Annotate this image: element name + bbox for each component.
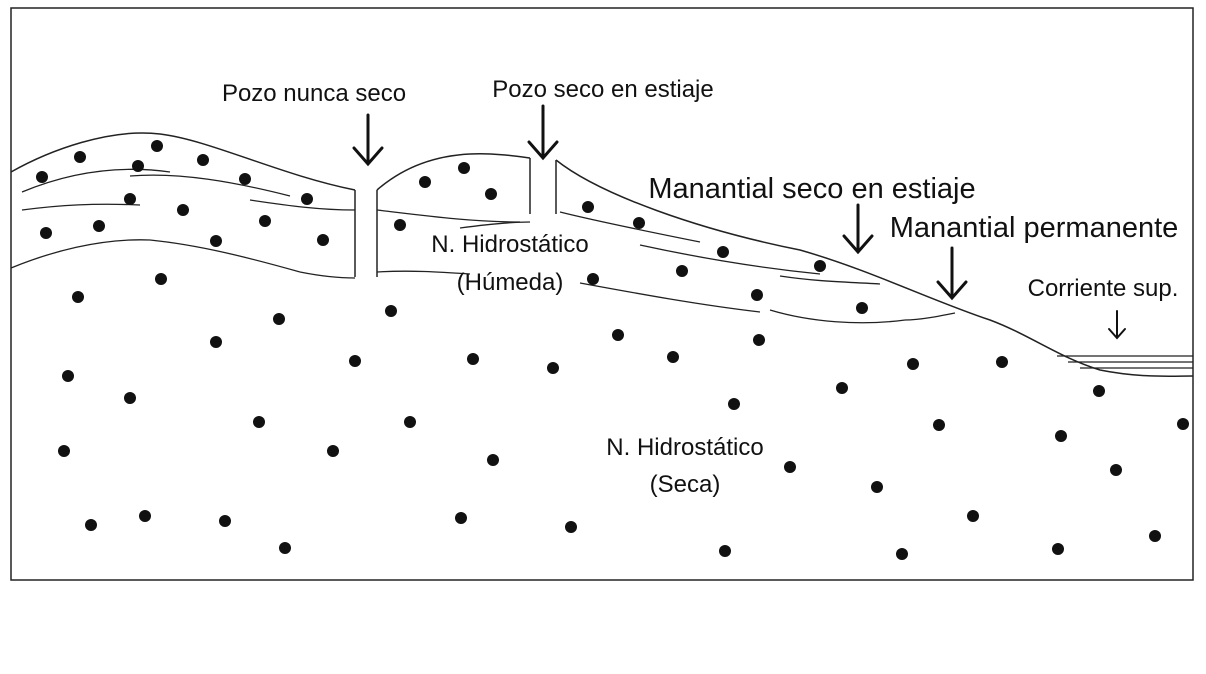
soil-particle-icon: [155, 273, 167, 285]
soil-particle-icon: [58, 445, 70, 457]
soil-particle-icon: [996, 356, 1008, 368]
soil-particle-icon: [151, 140, 163, 152]
down-arrow-icon: [527, 104, 559, 161]
soil-particle-icon: [728, 398, 740, 410]
soil-particle-icon: [74, 151, 86, 163]
soil-particle-icon: [455, 512, 467, 524]
label-surface-stream: Corriente sup.: [1028, 275, 1179, 302]
soil-particle-icon: [587, 273, 599, 285]
label-well-dry-season: Pozo seco en estiaje: [492, 76, 713, 103]
soil-particle-icon: [1055, 430, 1067, 442]
soil-particle-icon: [896, 548, 908, 560]
ground-surface-right: [376, 153, 1194, 377]
soil-particle-icon: [210, 235, 222, 247]
soil-particle-icon: [124, 392, 136, 404]
soil-particle-icon: [62, 370, 74, 382]
soil-particle-icon: [197, 154, 209, 166]
soil-particle-icon: [1177, 418, 1189, 430]
soil-particle-icon: [1110, 464, 1122, 476]
water-table-wet-strokes: [21, 168, 881, 285]
soil-particle-icon: [219, 515, 231, 527]
soil-particle-icon: [967, 510, 979, 522]
down-arrow-icon: [936, 246, 968, 301]
soil-particle-icon: [301, 193, 313, 205]
soil-particle-icon: [814, 260, 826, 272]
soil-particle-icon: [751, 289, 763, 301]
soil-particle-icon: [1093, 385, 1105, 397]
soil-particle-icon: [458, 162, 470, 174]
label-well-never-dry: Pozo nunca seco: [222, 80, 406, 107]
soil-particle-icon: [40, 227, 52, 239]
soil-particle-icon: [139, 510, 151, 522]
down-arrow-icon: [352, 113, 384, 167]
soil-particle-icon: [633, 217, 645, 229]
down-arrow-icon: [842, 203, 874, 255]
soil-particle-icon: [36, 171, 48, 183]
label-water-table-wet-state: (Húmeda): [457, 269, 564, 296]
soil-particle-icon: [487, 454, 499, 466]
soil-particle-icon: [565, 521, 577, 533]
soil-particle-icon: [273, 313, 285, 325]
soil-particle-icon: [784, 461, 796, 473]
soil-particle-icon: [177, 204, 189, 216]
soil-particle-icon: [93, 220, 105, 232]
soil-particle-icon: [404, 416, 416, 428]
soil-particle-icon: [612, 329, 624, 341]
soil-particle-icon: [467, 353, 479, 365]
soil-particle-icon: [349, 355, 361, 367]
soil-particle-icon: [719, 545, 731, 557]
label-spring-dry-season: Manantial seco en estiaje: [648, 173, 975, 205]
label-water-table-dry-state: (Seca): [650, 471, 721, 498]
soil-particle-icon: [385, 305, 397, 317]
soil-particles: [36, 140, 1189, 560]
soil-particle-icon: [933, 419, 945, 431]
soil-particle-icon: [239, 173, 251, 185]
well-never-dry-shaft: [354, 190, 378, 277]
soil-particle-icon: [124, 193, 136, 205]
soil-particle-icon: [317, 234, 329, 246]
label-spring-permanent: Manantial permanente: [890, 212, 1179, 244]
soil-particle-icon: [259, 215, 271, 227]
label-water-table-dry: N. Hidrostático: [606, 434, 763, 461]
soil-particle-icon: [871, 481, 883, 493]
soil-particle-icon: [856, 302, 868, 314]
soil-particle-icon: [676, 265, 688, 277]
soil-particle-icon: [485, 188, 497, 200]
soil-particle-icon: [753, 334, 765, 346]
water-table-dry-strokes: [10, 239, 956, 324]
soil-particle-icon: [253, 416, 265, 428]
soil-particle-icon: [1149, 530, 1161, 542]
ground-surface-left: [10, 132, 356, 191]
soil-particle-icon: [327, 445, 339, 457]
diagram-frame: [10, 7, 1194, 581]
soil-particle-icon: [419, 176, 431, 188]
soil-particle-icon: [547, 362, 559, 374]
soil-particle-icon: [72, 291, 84, 303]
soil-particle-icon: [85, 519, 97, 531]
surface-stream: [1057, 355, 1193, 369]
down-arrow-icon: [1108, 310, 1126, 340]
soil-particle-icon: [394, 219, 406, 231]
soil-particle-icon: [132, 160, 144, 172]
soil-particle-icon: [210, 336, 222, 348]
soil-particle-icon: [1052, 543, 1064, 555]
well-dry-season-shaft: [529, 158, 557, 214]
label-water-table-wet: N. Hidrostático: [431, 231, 588, 258]
soil-particle-icon: [279, 542, 291, 554]
soil-particle-icon: [907, 358, 919, 370]
soil-particle-icon: [836, 382, 848, 394]
soil-particle-icon: [717, 246, 729, 258]
soil-particle-icon: [582, 201, 594, 213]
soil-particle-icon: [667, 351, 679, 363]
